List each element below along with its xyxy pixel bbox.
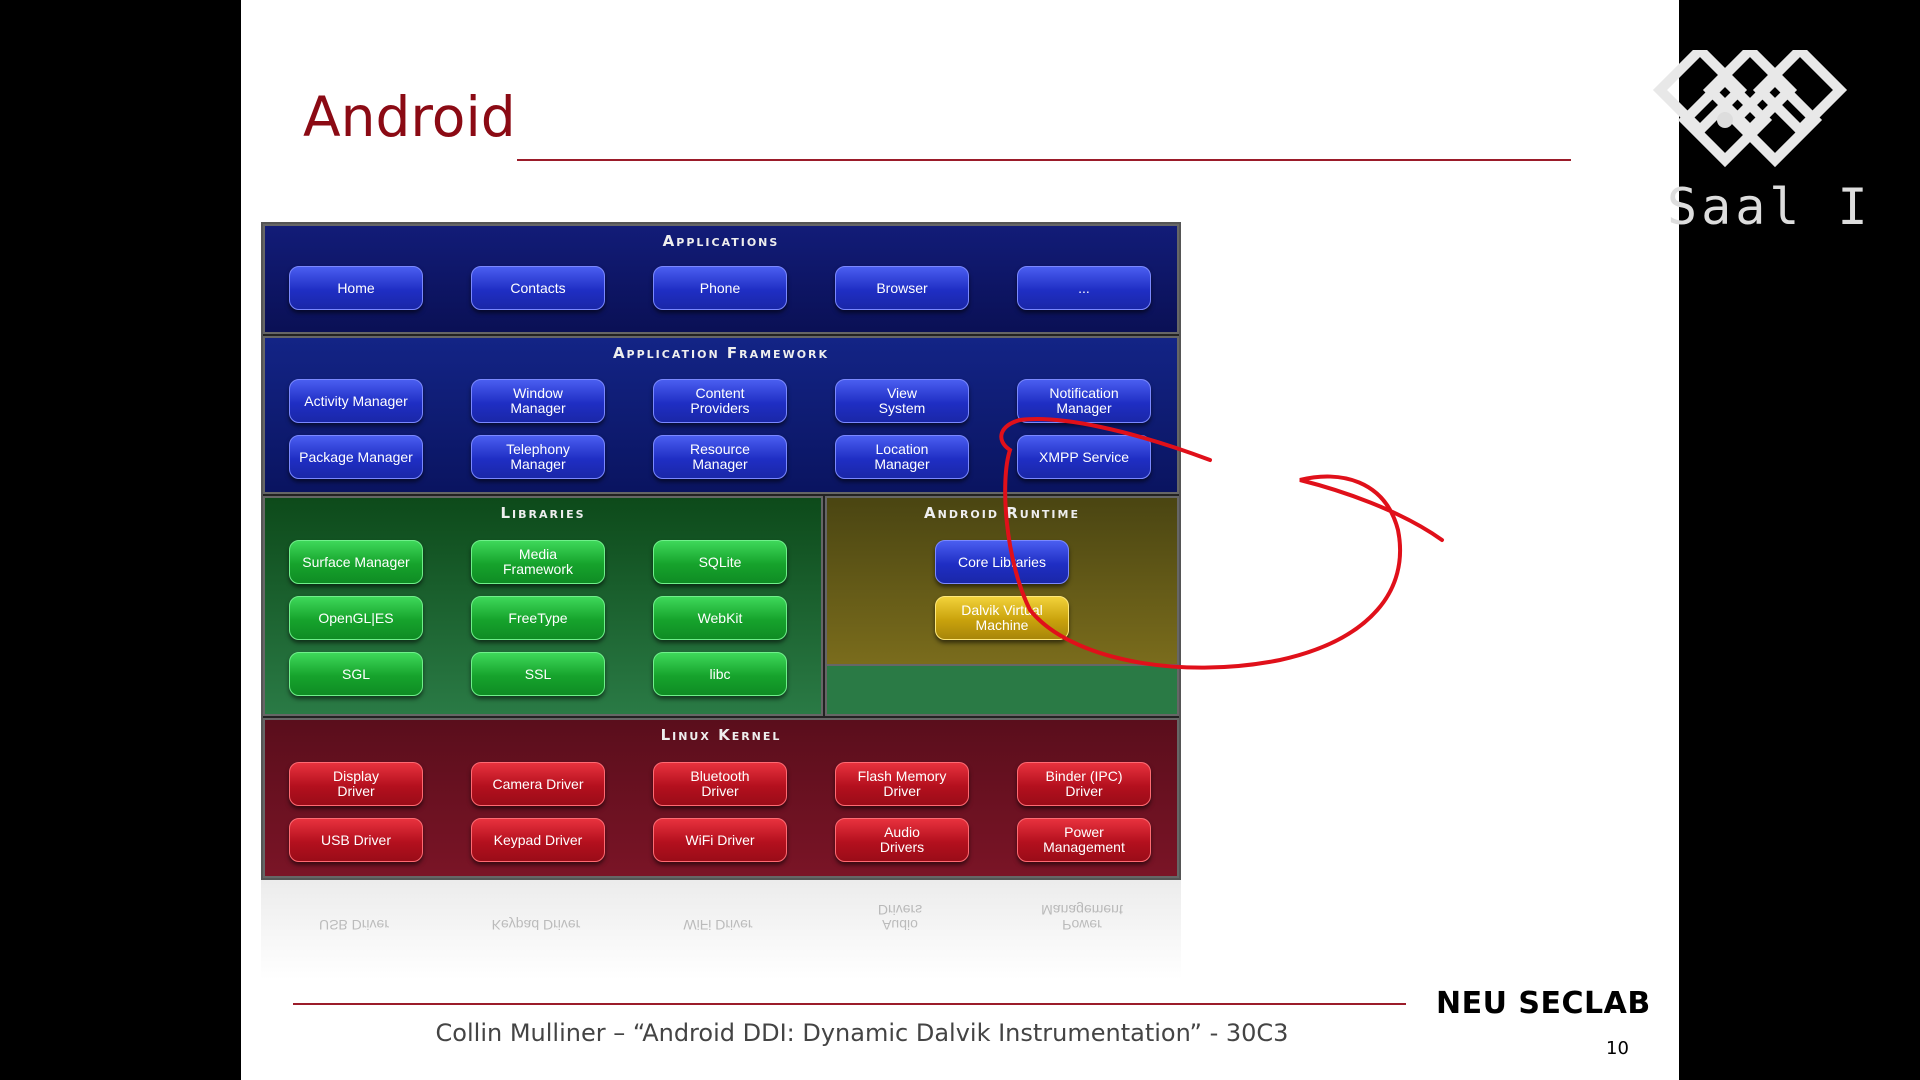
slide-number: 10 [1606,1038,1629,1059]
reflection-label: Keypad Driver [491,917,581,933]
component-wifi-driver: WiFi Driver [653,818,787,862]
component-sgl: SGL [289,652,423,696]
component-sqlite: SQLite [653,540,787,584]
component-freetype: FreeType [471,596,605,640]
slide-footer: Collin Mulliner – “Android DDI: Dynamic … [435,1019,1289,1047]
libraries-fill [825,666,1179,716]
component-telephony-manager: Telephony Manager [471,435,605,479]
component-audio-drivers: Audio Drivers [835,818,969,862]
component-more: ... [1017,266,1151,310]
component-location-manager: Location Manager [835,435,969,479]
component-media-framework: Media Framework [471,540,605,584]
component-ssl: SSL [471,652,605,696]
component-surface-manager: Surface Manager [289,540,423,584]
component-display-driver: Display Driver [289,762,423,806]
diagram-reflection: USB Driver Keypad Driver WiFi Driver Audio … [261,880,1181,980]
slide-title: Android [303,85,516,149]
component-content-providers: Content Providers [653,379,787,423]
reflection-label: USB Driver [318,917,389,933]
component-bluetooth-driver: Bluetooth Driver [653,762,787,806]
layer-title-kernel: Linux Kernel [660,726,782,744]
android-architecture-diagram: Applications Application Framework Libra… [261,222,1181,880]
component-webkit: WebKit [653,596,787,640]
component-phone: Phone [653,266,787,310]
component-opengl-es: OpenGL|ES [289,596,423,640]
component-browser: Browser [835,266,969,310]
title-underline [517,159,1571,161]
reflection-label: Audio Drivers [877,902,923,933]
component-xmpp-service: XMPP Service [1017,435,1151,479]
ccc-logo-text: Saal I [1667,178,1872,236]
lab-logo: NEU SECLAB [1436,986,1651,1021]
component-core-libraries: Core Libraries [935,540,1069,584]
component-power-management: Power Management [1017,818,1151,862]
reflection-label: Power Management [1041,902,1123,933]
layer-title-applications: Applications [662,232,780,250]
component-package-manager: Package Manager [289,435,423,479]
layer-title-runtime: Android Runtime [924,504,1080,522]
component-resource-manager: Resource Manager [653,435,787,479]
component-camera-driver: Camera Driver [471,762,605,806]
component-libc: libc [653,652,787,696]
footer-divider [293,1003,1406,1005]
layer-title-libraries: Libraries [500,504,586,522]
component-flash-memory-driver: Flash Memory Driver [835,762,969,806]
reflection-label: WiFi Driver [683,917,753,933]
component-keypad-driver: Keypad Driver [471,818,605,862]
component-window-manager: Window Manager [471,379,605,423]
component-activity-manager: Activity Manager [289,379,423,423]
component-usb-driver: USB Driver [289,818,423,862]
component-home: Home [289,266,423,310]
layer-title-framework: Application Framework [612,344,830,362]
component-notification-manager: Notification Manager [1017,379,1151,423]
component-contacts: Contacts [471,266,605,310]
component-binder-ipc-driver: Binder (IPC) Driver [1017,762,1151,806]
component-dalvik-virtual-machine: Dalvik Virtual Machine [935,596,1069,640]
component-view-system: View System [835,379,969,423]
